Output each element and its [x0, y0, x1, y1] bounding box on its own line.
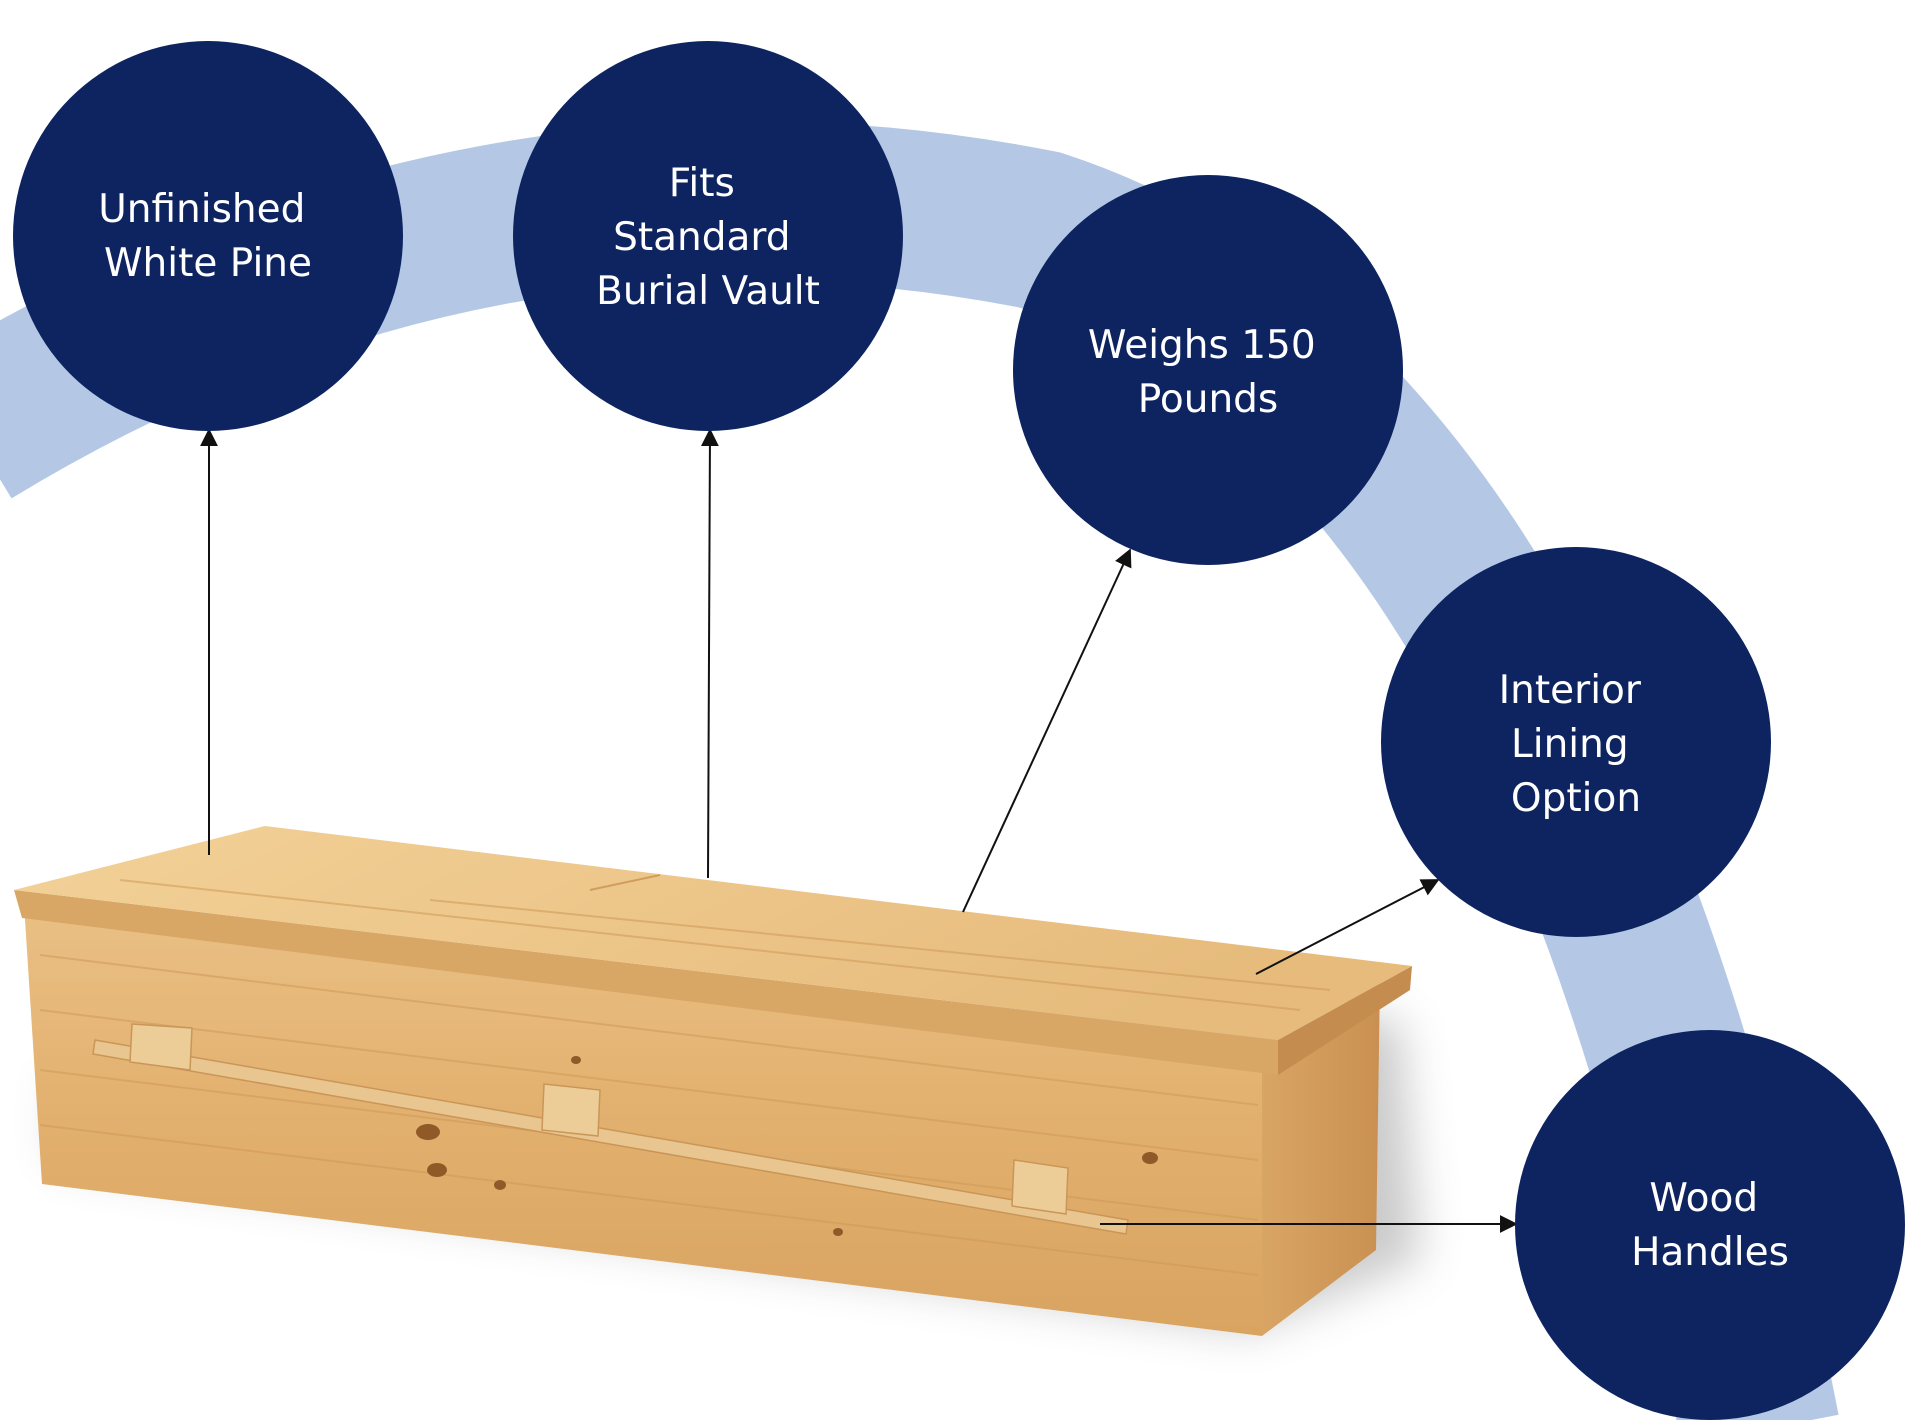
handle-bracket-left: [129, 1023, 193, 1071]
feature-handles: Wood Handles: [1515, 1030, 1905, 1420]
handle-bracket-right: [1011, 1159, 1069, 1215]
wood-handle-rail: [92, 1023, 1129, 1235]
feature-vault: Fits Standard Burial Vault: [513, 41, 903, 431]
feature-label: Wood Handles: [1631, 1176, 1789, 1275]
feature-circle: [1381, 547, 1771, 937]
wood-knots: [416, 1056, 1158, 1236]
feature-label: Unfinished White Pine: [98, 187, 318, 286]
casket-lid-edge: [14, 890, 1278, 1075]
feature-lining: Interior Lining Option: [1381, 547, 1771, 937]
feature-pine: Unfinished White Pine: [13, 41, 403, 431]
pointer-arrows: [200, 428, 1518, 1233]
feature-line: Fits: [669, 161, 735, 206]
arrow-lining: [1255, 879, 1440, 975]
feature-line: Weighs 150: [1088, 323, 1316, 368]
arrow-weight: [962, 548, 1132, 913]
feature-label: Fits Standard Burial Vault: [596, 161, 820, 314]
feature-circle: [13, 41, 403, 431]
feature-label: Interior Lining Option: [1499, 668, 1654, 821]
pine-casket-illustration: [14, 826, 1420, 1336]
feature-line: Wood: [1649, 1176, 1758, 1221]
arrow-vault: [700, 428, 719, 879]
feature-line: Pounds: [1138, 377, 1279, 422]
feature-line: Interior: [1499, 668, 1642, 713]
feature-line: Unfinished: [98, 187, 305, 232]
feature-label: Weighs 150 Pounds: [1088, 323, 1328, 422]
feature-line: Burial Vault: [596, 269, 820, 314]
feature-line: Option: [1511, 776, 1641, 821]
feature-weight: Weighs 150 Pounds: [1013, 175, 1403, 565]
casket-lid-seam: [589, 874, 661, 891]
feature-line: Standard: [613, 215, 790, 260]
handle-bracket-middle: [541, 1083, 601, 1137]
feature-line: White Pine: [104, 241, 312, 286]
casket-lid-top: [14, 826, 1412, 1040]
casket-front: [24, 904, 1262, 1336]
casket-lid-end: [1278, 966, 1412, 1075]
feature-line: Handles: [1631, 1230, 1789, 1275]
casket-end: [1262, 980, 1380, 1336]
wood-grain: [39, 879, 1331, 1276]
feature-circle: [513, 41, 903, 431]
feature-circle: [1515, 1030, 1905, 1420]
feature-bubbles: Unfinished White Pine Fits Standard Buri…: [13, 41, 1905, 1420]
feature-line: Lining: [1511, 722, 1629, 767]
feature-circle: [1013, 175, 1403, 565]
